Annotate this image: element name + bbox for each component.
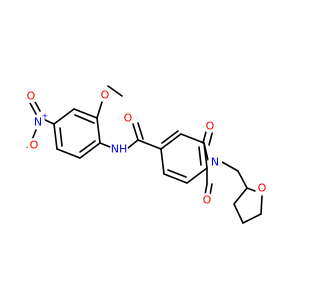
thf-o-bg — [255, 181, 269, 195]
imide-n-bg — [208, 155, 222, 169]
bond-ring1-f — [96, 117, 101, 144]
nitro-oxygen-top-label: O — [27, 90, 36, 103]
bond-ring2-e-inner — [167, 169, 187, 178]
bond-nh-carbonyl — [127, 139, 139, 149]
bond-ring1-e — [79, 142, 101, 159]
nitro-minus-charge: - — [26, 143, 29, 152]
methoxy-o-bg — [98, 88, 112, 102]
bond-ring1-c-inner — [59, 127, 63, 147]
imide-o-top-bg — [203, 119, 217, 133]
bond-ring1-a — [73, 108, 98, 119]
amide-nh-label: NH — [111, 143, 128, 156]
bond-imide-c-bottom-o-inner — [209, 183, 213, 196]
bond-thf-d — [260, 195, 263, 215]
bond-ring1-b — [53, 108, 75, 125]
bond-nitro-n-o-top-inner — [33, 99, 41, 112]
imide-nitrogen-label: N — [211, 156, 219, 169]
thf-oxygen-label: O — [258, 182, 267, 195]
nitro-nitrogen-label: N — [34, 116, 42, 129]
nitro-o-top-bg — [24, 89, 38, 103]
bond-ring1-c — [53, 123, 58, 150]
bond-thf-c — [242, 213, 262, 224]
imide-o-bottom-bg — [200, 193, 214, 207]
bond-imide-c-bottom-o — [204, 183, 208, 196]
nitro-o-minus-bg — [27, 138, 41, 152]
bond-nitro-n-o-top — [29, 102, 37, 115]
nitro-plus-charge: + — [42, 112, 49, 121]
bond-imide-c-top — [203, 142, 209, 161]
molecule-structure: O O N + O - NH O O N O O — [24, 85, 269, 224]
bond-ring2-e — [163, 173, 188, 184]
bond-ring1-e-inner — [79, 140, 96, 153]
bond-thf-a — [233, 187, 248, 205]
bond-ring2-b — [180, 133, 205, 144]
bond-ring2-a — [160, 133, 182, 150]
bond-ch2-thf-c — [237, 170, 248, 189]
bond-ring1-a-inner — [74, 114, 95, 124]
bond-ring2-d — [186, 167, 208, 184]
nitro-oxygen-minus-label: O — [30, 139, 39, 152]
bond-carbonyl-ring2 — [137, 139, 162, 150]
bond-ring-nitro-n — [42, 118, 55, 125]
imide-oxygen-bottom-label: O — [203, 194, 212, 207]
bond-aryl-nh — [99, 142, 111, 148]
amide-nh-bg — [110, 140, 128, 158]
amide-oxygen-label: O — [124, 112, 133, 125]
bond-imide-n-ch2 — [221, 161, 239, 172]
bond-thf-e — [246, 187, 256, 192]
imide-oxygen-top-label: O — [206, 120, 215, 133]
bond-methyl-o — [107, 85, 123, 97]
bond-ring1-d — [56, 148, 81, 159]
label-layer: O O N + O - NH O O N O O — [24, 88, 269, 207]
bond-ring2-c-inner — [198, 146, 202, 166]
bond-ring2-f — [160, 148, 165, 175]
amide-o-bg — [121, 111, 135, 125]
bond-layer — [29, 85, 263, 224]
bond-carbonyl-o — [132, 123, 139, 141]
bond-carbonyl-o-inner — [137, 122, 144, 140]
bond-o-aryl — [96, 101, 103, 119]
methoxy-oxygen-label: O — [101, 89, 110, 102]
bond-thf-b — [233, 203, 244, 224]
bond-ring2-a-inner — [161, 130, 179, 144]
nitro-n-bg — [31, 115, 45, 129]
